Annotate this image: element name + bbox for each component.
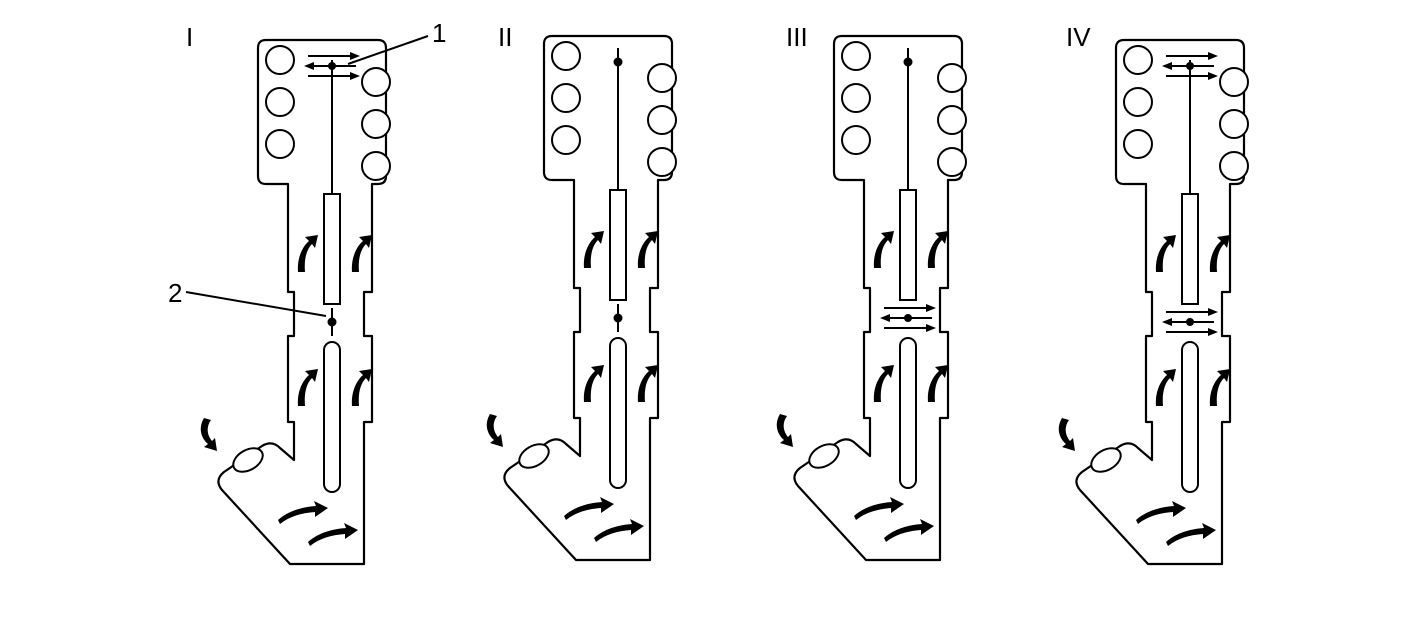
top-valve: [304, 52, 360, 80]
panel-label: IV: [1066, 22, 1091, 52]
panel-2: [486, 34, 678, 562]
top-valve: [903, 48, 913, 76]
mid-valve: [613, 304, 623, 332]
top-valve: [1162, 52, 1218, 80]
panel-3: [776, 34, 968, 562]
panels: [200, 34, 1250, 566]
flow-arrow-icon: [486, 414, 503, 447]
top-valve: [613, 48, 623, 76]
panel-1: [200, 38, 392, 566]
flow-arrow-icon: [776, 414, 793, 447]
manifold-outline: [1075, 38, 1250, 566]
mid-valve: [880, 304, 936, 332]
mid-valve: [1162, 308, 1218, 336]
manifold-outline: [503, 34, 678, 562]
panel-label: II: [498, 22, 512, 52]
manifold-outline: [793, 34, 968, 562]
flow-arrow-icon: [200, 418, 217, 451]
panel-4: [1058, 38, 1250, 566]
callout-1-leader: [347, 35, 429, 65]
panel-label: III: [786, 22, 808, 52]
flow-arrow-icon: [1058, 418, 1075, 451]
callout-1-label: 1: [432, 18, 446, 48]
mid-valve: [327, 308, 337, 336]
panel-label: I: [186, 22, 193, 52]
callouts: 1 2: [168, 18, 446, 317]
callout-2-leader: [185, 291, 327, 317]
callout-2-label: 2: [168, 278, 182, 308]
